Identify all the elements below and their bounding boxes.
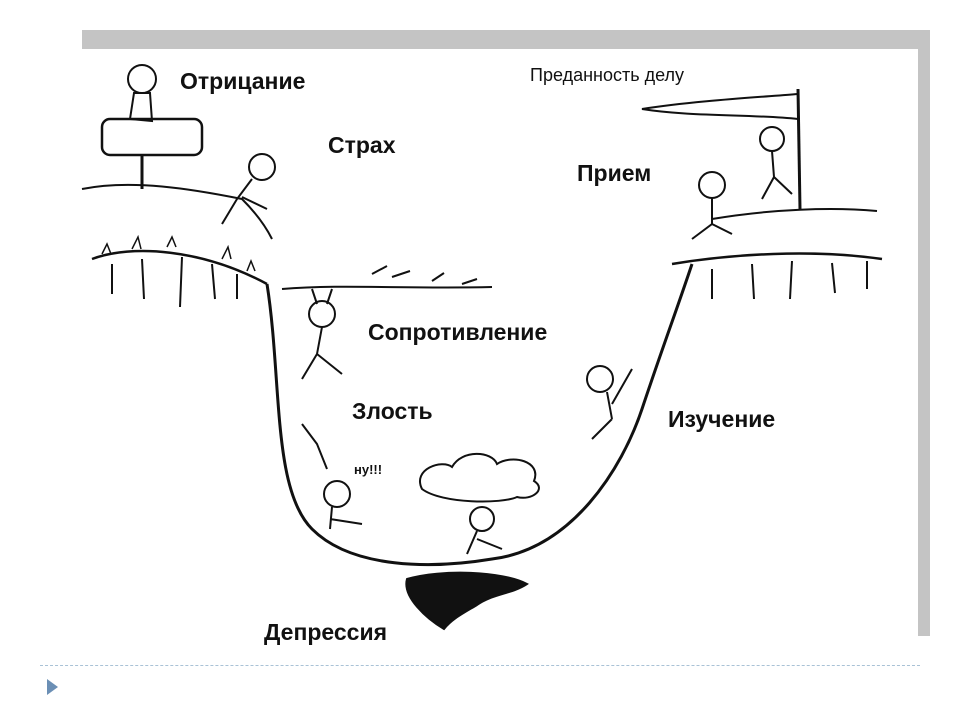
label-acceptance: Прием xyxy=(577,160,651,186)
label-anger: Злость xyxy=(352,398,433,424)
anger-figure xyxy=(301,423,363,530)
resistance-figure xyxy=(301,288,343,380)
branch-twigs xyxy=(371,265,478,285)
flag xyxy=(641,92,799,121)
change-curve-svg: Отрицание Страх Сопротивление Злость Деп… xyxy=(81,64,883,645)
depression-figure xyxy=(466,506,503,555)
left-cliff-grass xyxy=(101,234,256,272)
upper-right-ledge xyxy=(711,208,878,220)
left-cliff-roots xyxy=(111,256,238,308)
label-exploration: Изучение xyxy=(668,406,775,432)
change-curve-image: Отрицание Страх Сопротивление Злость Деп… xyxy=(72,49,918,655)
rope-branch xyxy=(281,285,493,290)
left-cliff-edge xyxy=(91,249,268,286)
exploration-figure xyxy=(586,365,633,440)
fear-figure xyxy=(221,153,276,225)
label-commitment: Преданность делу xyxy=(530,65,684,85)
right-cliff-roots xyxy=(711,260,868,300)
acceptance-figures xyxy=(691,126,793,240)
signpost-board xyxy=(100,117,204,157)
label-resistance: Сопротивление xyxy=(368,319,547,345)
denial-figure xyxy=(127,64,157,123)
label-fear: Страх xyxy=(328,132,396,158)
label-exclamation: ну!!! xyxy=(354,462,382,477)
right-cliff-edge xyxy=(671,252,883,266)
depression-puddle xyxy=(405,571,529,631)
valley-outline xyxy=(265,263,694,567)
label-depression: Депрессия xyxy=(264,619,387,645)
depression-cloud xyxy=(419,452,540,503)
label-denial: Отрицание xyxy=(180,68,305,94)
triangle-bullet-icon xyxy=(47,679,58,695)
dashed-separator xyxy=(40,665,920,666)
upper-left-ledge xyxy=(81,183,273,240)
